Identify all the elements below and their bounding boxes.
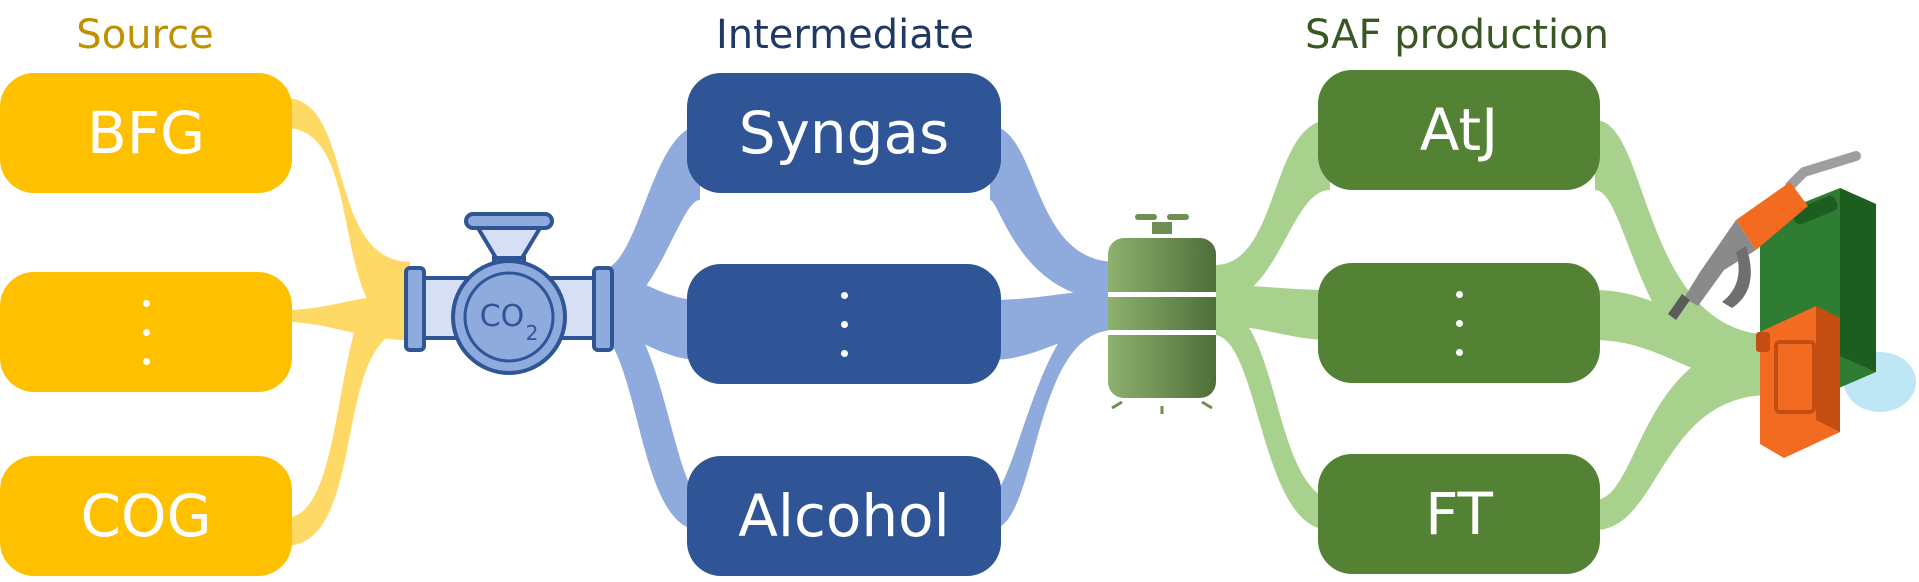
fuel-nozzle-jerrycan-icon	[1668, 151, 1916, 458]
flow-mid-to-tank	[990, 290, 1115, 360]
flow-valve-to-mid	[600, 270, 700, 360]
node-bfg-label: BFG	[86, 99, 206, 167]
node-atj-label: AtJ	[1419, 96, 1499, 164]
flow-atj-to-fuel	[1595, 120, 1770, 395]
node-intermediate-more	[687, 264, 1001, 384]
flow-valve-to-alcohol	[600, 300, 700, 530]
node-source-more	[0, 272, 292, 392]
node-cog: COG	[0, 456, 292, 576]
node-alcohol-label: Alcohol	[738, 482, 950, 550]
flow-alcohol-to-tank	[990, 300, 1115, 530]
storage-tank-icon	[1108, 214, 1216, 414]
node-bfg: BFG	[0, 73, 292, 193]
node-saf-more	[1318, 263, 1600, 383]
node-ft-label: FT	[1425, 480, 1493, 548]
flow-syngas-to-tank	[990, 125, 1115, 300]
flow-mid-to-valve	[285, 294, 410, 340]
ellipsis-icon	[142, 299, 150, 365]
co2-label: CO	[480, 299, 525, 334]
ellipsis-icon	[1455, 290, 1463, 356]
co2-subscript: 2	[526, 321, 539, 345]
flow-ft-to-fuel	[1595, 340, 1770, 530]
flow-tank-to-ft	[1215, 305, 1330, 530]
node-syngas-label: Syngas	[738, 99, 950, 167]
flow-bfg-to-valve	[285, 98, 410, 330]
node-cog-label: COG	[80, 482, 212, 550]
saf-production-header: SAF production	[1304, 12, 1610, 58]
intermediate-header: Intermediate	[715, 12, 975, 58]
node-syngas: Syngas	[687, 73, 1001, 193]
source-header: Source	[76, 12, 214, 58]
ellipsis-icon	[840, 291, 848, 357]
node-atj: AtJ	[1318, 70, 1600, 190]
co2-valve-icon: CO 2	[404, 212, 614, 375]
node-alcohol: Alcohol	[687, 456, 1001, 576]
node-ft: FT	[1318, 454, 1600, 574]
flow-tank-to-atj	[1215, 120, 1330, 305]
